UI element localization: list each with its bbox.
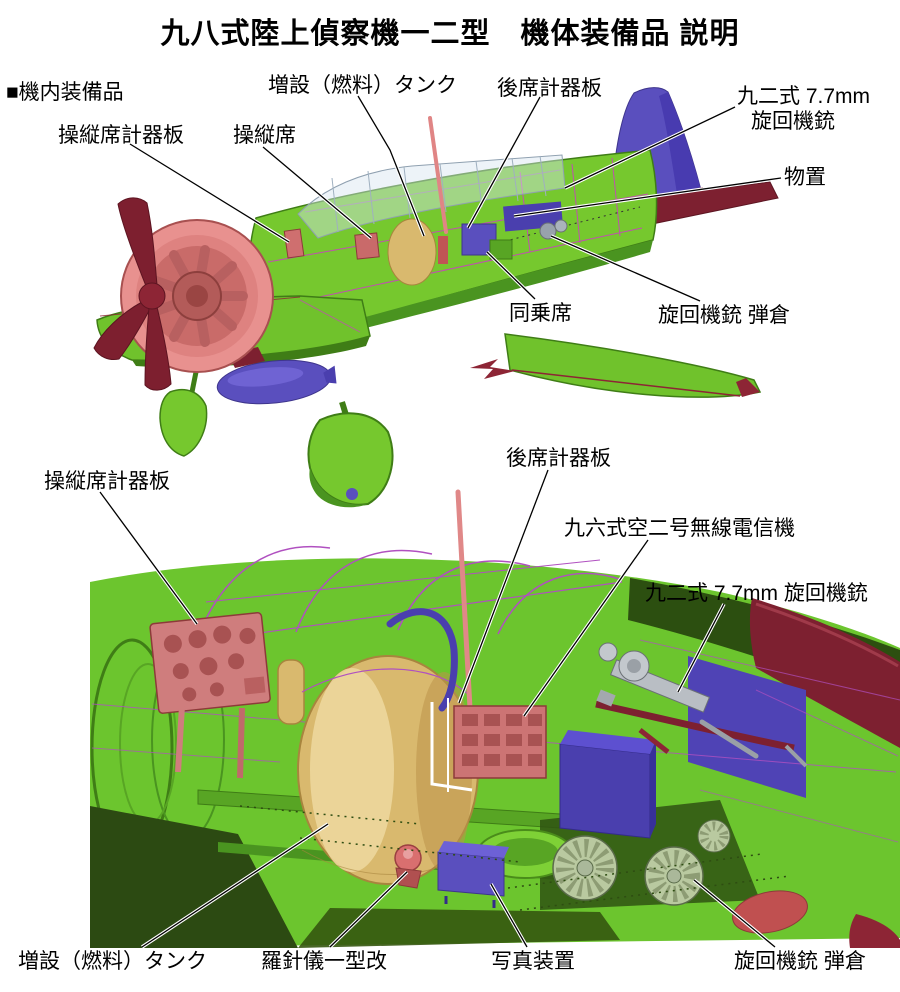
label-bottom-camera: 写真装置 — [491, 950, 575, 973]
label-top-pilot-instrument-panel: 操縦席計器板 — [58, 124, 184, 147]
wing-marking-arrow — [470, 359, 515, 379]
top-aircraft-illustration — [93, 87, 779, 508]
battery-box — [559, 730, 656, 839]
label-top-passenger-seat: 同乗席 — [509, 302, 572, 325]
fuselage-fairing — [749, 598, 900, 748]
blue-tube — [386, 608, 458, 712]
control-stand-part — [438, 236, 448, 264]
label-bottom-gun-magazine: 旋回機銃 弾倉 — [734, 950, 866, 973]
radio-box — [453, 705, 547, 779]
mount-bracket — [430, 698, 473, 792]
label-bottom-compass: 羅針儀一型改 — [261, 950, 387, 973]
pilot-instrument-panel-part — [283, 228, 305, 259]
far-wall-panel — [688, 656, 806, 798]
drop-tank — [216, 359, 337, 405]
right-wing — [470, 333, 762, 398]
fuel-tank-part — [387, 218, 437, 286]
label-top-rear-instrument-panel: 後席計器板 — [497, 77, 602, 100]
label-top-storage: 物置 — [784, 166, 826, 189]
oil-tank-cylinder — [277, 659, 305, 725]
label-top-flexible-gun-line2: 旋回機銃 — [751, 110, 835, 133]
compass — [394, 844, 422, 889]
label-top-flexible-gun-line1: 九二式 7.7mm — [737, 85, 871, 108]
fairing-lobe — [732, 890, 808, 934]
machine-gun — [595, 642, 808, 768]
passenger-seat-part — [489, 239, 513, 260]
label-bottom-radio: 九六式空二号無線電信機 — [564, 517, 795, 540]
landing-gear — [159, 371, 394, 508]
label-bottom-rear-instrument-panel: 後席計器板 — [506, 447, 611, 470]
label-bottom-fuel-tank: 増設（燃料）タンク — [18, 950, 207, 973]
page-title: 九八式陸上偵察機一二型 機体装備品 説明 — [160, 18, 740, 50]
rivet-rows — [239, 805, 791, 911]
label-bottom-pilot-instrument-panel: 操縦席計器板 — [44, 470, 170, 493]
spinner — [138, 282, 166, 310]
wheel-spat-front — [159, 388, 208, 457]
label-top-pilot-seat: 操縦席 — [233, 124, 296, 147]
antenna-mast — [428, 116, 448, 234]
label-top-gun-magazine: 旋回機銃 弾倉 — [658, 304, 790, 327]
propeller — [93, 197, 172, 391]
camera-box — [437, 841, 509, 908]
antenna-mast-bottom — [455, 489, 473, 711]
label-top-fuel-tank: 増設（燃料）タンク — [268, 74, 457, 97]
wheel-spat-main — [307, 412, 394, 506]
bottom-cutaway-illustration — [90, 489, 900, 948]
section-label-interior-equipment: ■機内装備品 — [6, 81, 124, 104]
pilot-instrument-panel — [149, 612, 271, 779]
label-top-flexible-gun: 九二式 7.7mm 旋回機銃 — [737, 84, 870, 134]
label-bottom-flexible-gun: 九二式 7.7mm 旋回機銃 — [645, 582, 868, 605]
ammo-drums — [552, 819, 731, 906]
